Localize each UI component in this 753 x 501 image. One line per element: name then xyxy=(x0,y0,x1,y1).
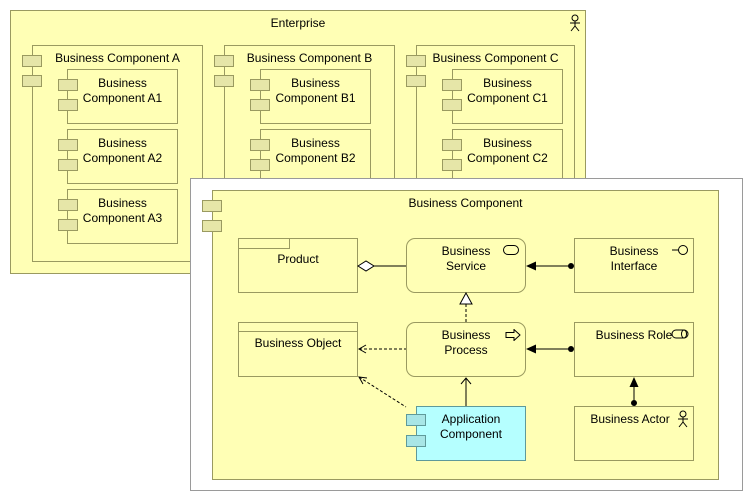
component-tab-icon xyxy=(250,159,270,171)
business-object-label: Business Object xyxy=(254,336,342,350)
business-component-main-title: Business Component xyxy=(408,196,523,210)
component-tab-icon xyxy=(250,99,270,111)
label-line: Business xyxy=(441,328,491,342)
label-line: Application xyxy=(441,412,501,426)
label-line: Component xyxy=(439,427,503,441)
business-object-node[interactable]: Business Object xyxy=(238,322,358,377)
component-tab-icon xyxy=(58,79,78,91)
label-line: Component A1 xyxy=(82,91,163,105)
component-tab-icon xyxy=(406,414,426,426)
product-node[interactable]: Product xyxy=(238,238,358,293)
label-line: Component B2 xyxy=(275,151,356,165)
component-tab-icon xyxy=(250,79,270,91)
component-tab-icon xyxy=(442,79,462,91)
component-tab-icon xyxy=(202,220,222,232)
component-tab-icon xyxy=(22,55,42,67)
label-line: Business xyxy=(98,196,147,210)
label-line: Process xyxy=(444,343,488,357)
component-tab-icon xyxy=(58,99,78,111)
interface-icon xyxy=(672,245,688,255)
actor-icon xyxy=(570,14,580,32)
component-tab-icon xyxy=(442,159,462,171)
business-actor-node[interactable]: Business Actor xyxy=(574,406,694,461)
role-icon xyxy=(671,329,689,339)
label-line: Component B1 xyxy=(275,91,356,105)
component-tab-icon xyxy=(22,75,42,87)
business-component-a-title: Business Component A xyxy=(55,51,180,65)
actor-icon xyxy=(678,410,688,428)
service-icon xyxy=(503,245,519,255)
object-header-line xyxy=(239,331,357,332)
label-line: Business xyxy=(98,136,147,150)
label-line: Business xyxy=(291,76,340,90)
label-line: Component A3 xyxy=(82,211,163,225)
business-role-node[interactable]: Business Role xyxy=(574,322,694,377)
label-line: Component C1 xyxy=(467,91,548,105)
component-tab-icon xyxy=(58,219,78,231)
label-line: Interface xyxy=(610,259,658,273)
label-line: Business xyxy=(609,244,659,258)
enterprise-title: Enterprise xyxy=(270,16,326,30)
label-line: Component C2 xyxy=(467,151,548,165)
business-actor-label: Business Actor xyxy=(590,412,670,426)
label-line: Component A2 xyxy=(82,151,163,165)
component-tab-icon xyxy=(406,75,426,87)
label-line: Business xyxy=(441,244,491,258)
component-tab-icon xyxy=(406,435,426,447)
label-line: Business xyxy=(483,136,532,150)
component-tab-icon xyxy=(214,75,234,87)
business-role-label: Business Role xyxy=(595,328,673,342)
label-line: Service xyxy=(445,259,486,273)
component-tab-icon xyxy=(406,55,426,67)
component-tab-icon xyxy=(442,139,462,151)
business-component-c-title: Business Component C xyxy=(432,51,559,65)
component-tab-icon xyxy=(250,139,270,151)
product-label: Product xyxy=(277,252,319,266)
label-line: Business xyxy=(291,136,340,150)
business-component-b-title: Business Component B xyxy=(246,51,373,65)
component-tab-icon xyxy=(442,99,462,111)
component-tab-icon xyxy=(58,199,78,211)
product-tab xyxy=(239,239,290,249)
process-arrow-icon xyxy=(505,329,521,341)
component-tab-icon xyxy=(58,159,78,171)
component-tab-icon xyxy=(58,139,78,151)
component-tab-icon xyxy=(214,55,234,67)
component-tab-icon xyxy=(202,200,222,212)
label-line: Business xyxy=(483,76,532,90)
label-line: Business xyxy=(98,76,147,90)
